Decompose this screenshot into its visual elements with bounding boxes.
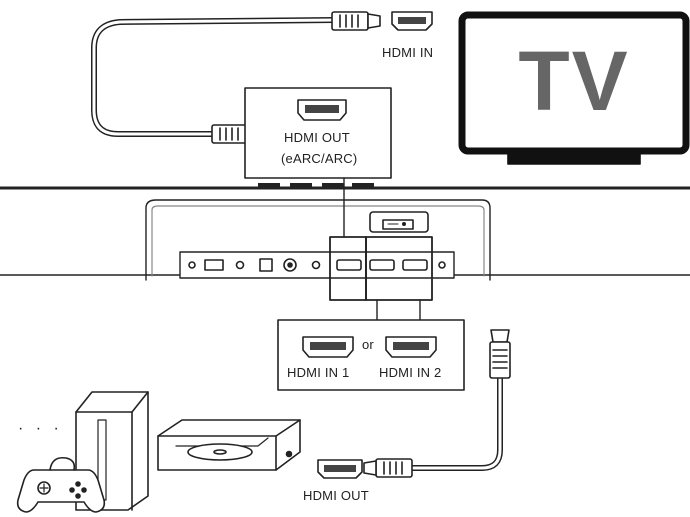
hdmi-in-2-port bbox=[385, 336, 437, 358]
bluray-player-icon bbox=[157, 419, 301, 471]
hdmi-in-1-label: HDMI IN 1 bbox=[287, 365, 350, 380]
soundbar-hdmi-out-port bbox=[297, 99, 347, 121]
soundbar-out-label-line2: (eARC/ARC) bbox=[281, 151, 358, 166]
back-panel bbox=[179, 251, 455, 279]
bottom-hdmi-cable bbox=[363, 329, 511, 478]
inputs-port-highlight bbox=[365, 236, 433, 301]
hdmi-plug-horizontal bbox=[363, 458, 413, 478]
source-hdmi-out-label: HDMI OUT bbox=[303, 488, 369, 503]
tv-icon bbox=[458, 11, 690, 165]
inserted-plug-icon bbox=[369, 211, 429, 233]
back-panel-ports bbox=[188, 258, 446, 272]
tv-hdmi-in-label: HDMI IN bbox=[382, 45, 434, 60]
hdmi-plug-top bbox=[331, 11, 381, 31]
more-devices-dots: · · · bbox=[18, 420, 63, 437]
or-label: or bbox=[362, 337, 374, 352]
hdmi-in-2-label: HDMI IN 2 bbox=[379, 365, 442, 380]
soundbar-body bbox=[0, 183, 690, 281]
tv-label: TV bbox=[518, 34, 629, 128]
source-hdmi-out-port bbox=[317, 459, 363, 479]
gamepad-icon bbox=[16, 456, 106, 513]
hdmi-in-1-port bbox=[302, 336, 354, 358]
soundbar-out-label-line1: HDMI OUT bbox=[284, 130, 350, 145]
tv-hdmi-in-port bbox=[391, 11, 433, 31]
hdmi-plug-vertical bbox=[489, 329, 511, 379]
